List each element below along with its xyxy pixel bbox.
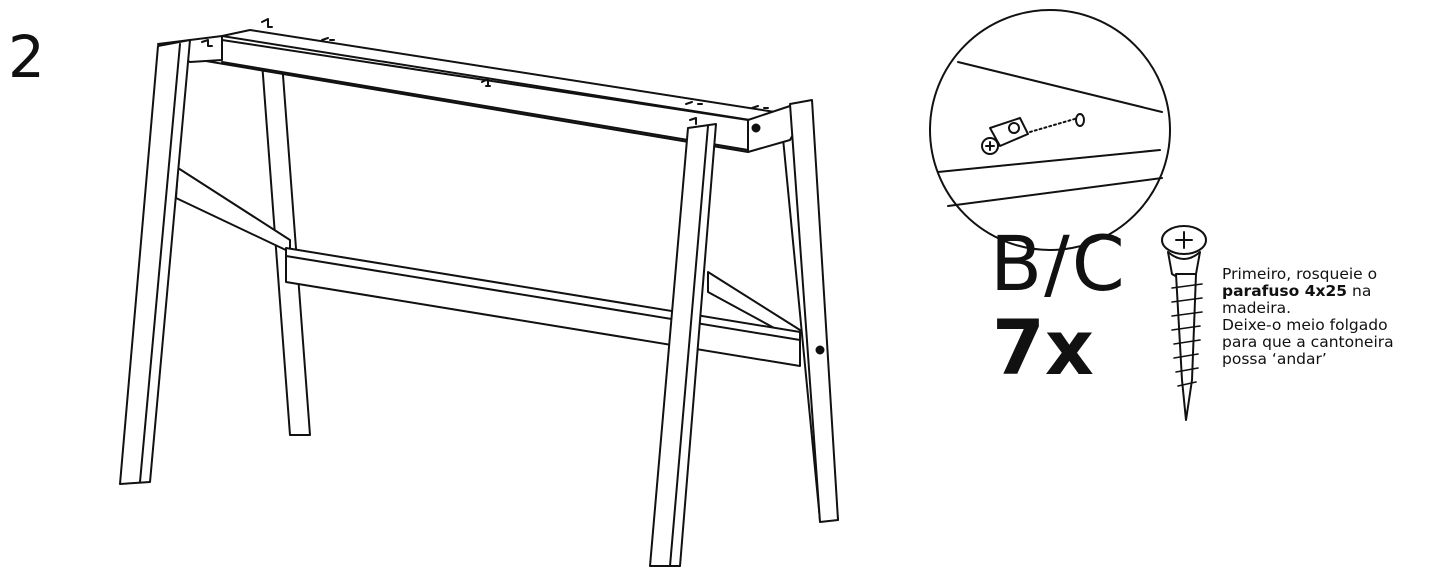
instruction-bold-screw: parafuso 4x25 <box>1222 282 1348 300</box>
instruction-after-bold: na <box>1347 282 1372 300</box>
instruction-line-6: possa ‘andar’ <box>1222 350 1327 368</box>
lower-stretcher <box>285 247 801 367</box>
bracket-markers <box>201 18 769 125</box>
instruction-line-1: Primeiro, rosqueie o <box>1222 265 1378 283</box>
instruction-line-4: Deixe-o meio folgado <box>1222 316 1388 334</box>
instruction-text: Primeiro, rosqueie o parafuso 4x25 na ma… <box>1222 266 1442 368</box>
instruction-line-3: madeira. <box>1222 299 1292 317</box>
front-left-leg <box>119 39 191 485</box>
part-label: B/C <box>990 219 1127 308</box>
right-side-upright <box>789 99 839 523</box>
step-number: 2 <box>8 23 45 91</box>
bracket-detail-icon <box>929 9 1171 251</box>
part-quantity: 7x <box>992 303 1094 392</box>
instruction-line-5: para que a cantoneira <box>1222 333 1394 351</box>
screw-icon <box>1161 225 1207 421</box>
table-frame-drawing <box>119 18 839 567</box>
